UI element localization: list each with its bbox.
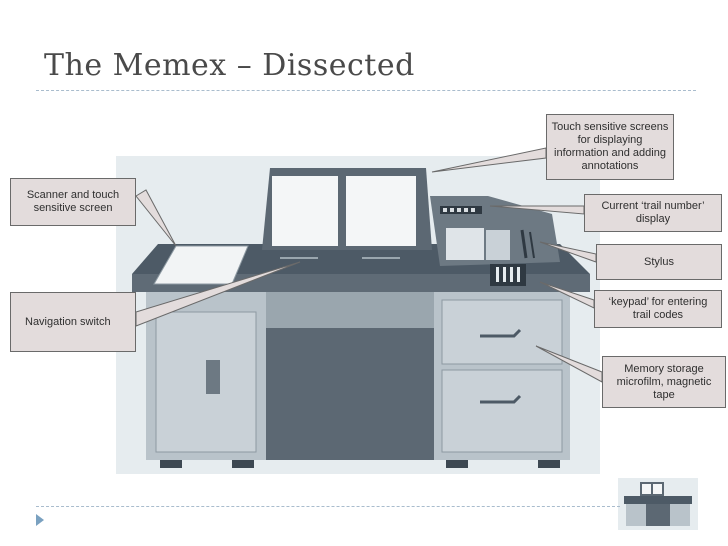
stylus-callout: Stylus — [596, 244, 722, 280]
trail-display-callout: Current ‘trail number’ display — [584, 194, 722, 232]
memory-callout: Memory storage microfilm, magnetic tape — [602, 356, 726, 408]
lower-drawer-handle — [480, 394, 522, 404]
footer-divider — [36, 506, 620, 507]
left-screen — [272, 176, 338, 246]
title-divider — [36, 90, 696, 91]
control-screen — [446, 228, 484, 260]
memex-thumbnail — [618, 478, 698, 530]
scanner-callout: Scanner and touch sensitive screen — [10, 178, 136, 226]
center-apron — [266, 292, 434, 328]
keypad — [490, 264, 526, 286]
slide-bullet-icon — [36, 514, 44, 526]
lower-drawer — [441, 369, 563, 453]
touch-screens-callout: Touch sensitive screens for displaying i… — [546, 114, 674, 180]
stylus — [520, 229, 528, 259]
upper-drawer-handle — [480, 328, 522, 338]
kneehole — [266, 328, 434, 460]
left-door-handle — [206, 360, 220, 394]
slide-title: The Memex – Dissected — [44, 48, 415, 83]
keypad-callout: ‘keypad’ for entering trail codes — [594, 290, 722, 328]
scanner-pointer — [135, 189, 177, 247]
navigation-pointer — [135, 261, 301, 327]
right-screen — [346, 176, 416, 246]
upper-drawer — [441, 299, 563, 365]
navigation-callout: Navigation switch — [10, 292, 136, 352]
